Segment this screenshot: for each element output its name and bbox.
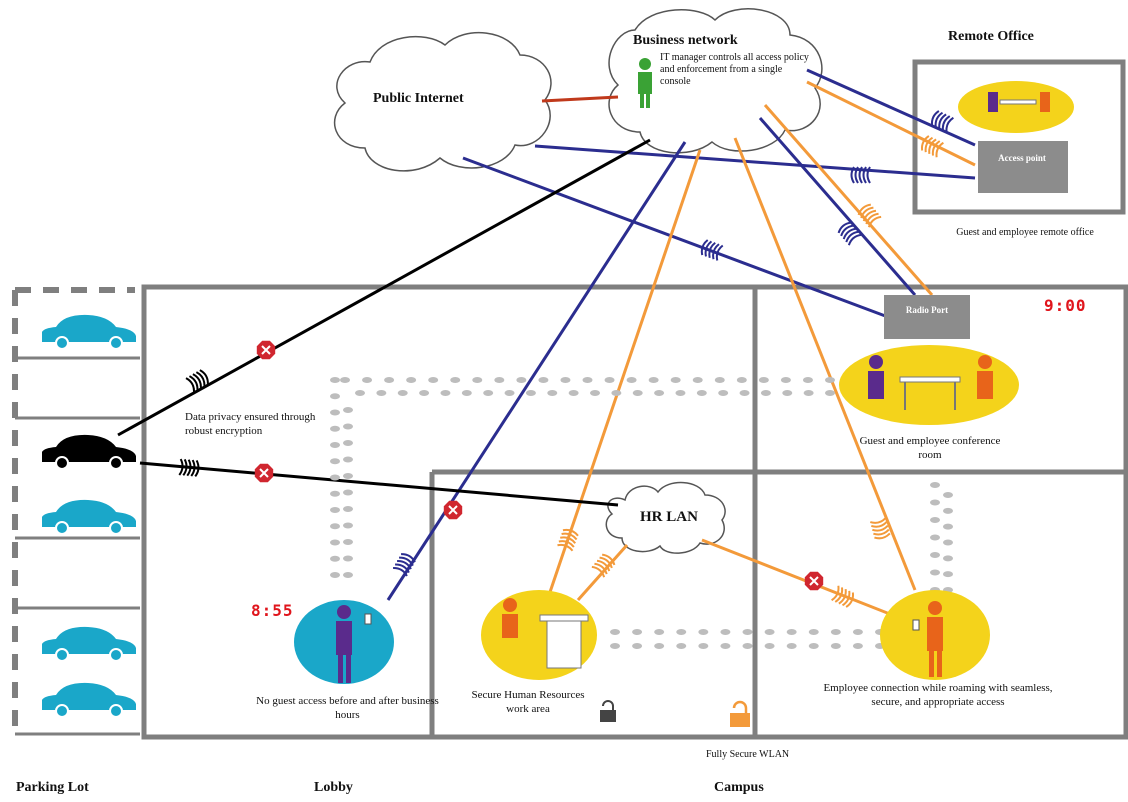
wave-hacker-top xyxy=(185,369,209,392)
cloud-hr-lan xyxy=(605,481,726,554)
lobby-label: Lobby xyxy=(314,780,353,795)
internet-link xyxy=(541,95,619,103)
footsteps-campus-2 xyxy=(610,643,885,649)
car-2 xyxy=(42,499,136,535)
wave-hacker-bottom xyxy=(178,458,200,477)
wave-roaming xyxy=(869,517,891,540)
public-internet-label: Public Internet xyxy=(373,91,464,106)
footsteps-lobby-top xyxy=(330,377,953,649)
it-manager-person xyxy=(638,58,652,108)
business-network-label: Business network xyxy=(633,33,738,48)
block-icon-roaming xyxy=(804,571,824,591)
parking-lot-lines xyxy=(15,356,140,736)
conference-clock: 9:00 xyxy=(1044,296,1087,315)
footsteps-lobby-top xyxy=(340,377,835,383)
block-icons xyxy=(254,340,824,591)
car-1 xyxy=(42,314,136,350)
wave-roaming-hr xyxy=(831,585,855,608)
lock-icon-hr xyxy=(600,700,616,722)
orange-links xyxy=(546,80,976,620)
it-manager-note: IT manager controls all access policy an… xyxy=(660,52,809,87)
footsteps xyxy=(330,377,953,649)
hr-lan-label: HR LAN xyxy=(640,509,698,525)
wave-hr-up xyxy=(557,528,579,552)
wave-conference-blue xyxy=(837,221,862,246)
conference-caption: Guest and employee conference room xyxy=(859,435,1001,461)
campus-outer-wall xyxy=(141,284,1128,740)
footsteps-lobby-left-2 xyxy=(343,407,353,578)
wave-lobby-guest xyxy=(393,553,416,577)
wave-radio-port xyxy=(700,239,724,261)
parked-cars xyxy=(42,314,136,718)
access-point-box xyxy=(978,141,1068,193)
block-icon-lobby xyxy=(443,500,463,520)
cloud-public-internet xyxy=(334,32,552,172)
radio-waves xyxy=(178,110,954,608)
wave-remote-orange xyxy=(920,135,944,158)
lobby-guest-person xyxy=(336,605,372,683)
radio-port-box xyxy=(884,295,970,339)
roaming-note: Employee connection while roaming with s… xyxy=(823,682,1053,708)
wave-conference-orange xyxy=(857,203,882,228)
hacker-label: Hacker xyxy=(64,466,93,477)
access-point-label: Access point xyxy=(998,153,1046,163)
footsteps-roaming xyxy=(930,482,940,593)
remote-office-people xyxy=(988,92,1050,112)
conference-people xyxy=(868,355,993,410)
car-3 xyxy=(42,626,136,662)
remote-office-caption: Guest and employee remote office xyxy=(956,227,1094,238)
fully-secure-caption: Fully Secure WLAN xyxy=(706,749,790,760)
remote-office-title: Remote Office xyxy=(948,29,1034,44)
wave-hr-lan xyxy=(591,553,616,578)
data-privacy-note: Data privacy ensured through robust encr… xyxy=(185,411,316,437)
block-icon-hacker xyxy=(254,463,274,483)
parking-lot-border xyxy=(12,287,135,737)
block-icon-encryption xyxy=(256,340,276,360)
lobby-clock: 8:55 xyxy=(251,601,294,620)
hacker-links xyxy=(117,138,651,507)
campus-label: Campus xyxy=(714,780,764,795)
hr-work-area-caption: Secure Human Resources work area xyxy=(471,689,585,715)
lock-icon-campus xyxy=(730,700,750,727)
hr-worker xyxy=(502,598,589,669)
footsteps-roaming-2 xyxy=(943,492,953,593)
wave-access-point xyxy=(850,166,871,184)
radio-port-label: Radio Port xyxy=(905,305,949,315)
wave-remote-blue xyxy=(930,110,954,133)
footsteps-lobby-left xyxy=(330,377,340,578)
hacker-car xyxy=(42,434,136,470)
no-guest-note: No guest access before and after busines… xyxy=(256,695,439,721)
car-4 xyxy=(42,682,136,718)
footsteps-lobby-top-2 xyxy=(355,390,835,396)
parking-lot-label: Parking Lot xyxy=(16,780,89,795)
conference-zone xyxy=(839,345,1019,425)
footsteps-campus xyxy=(610,629,885,635)
blue-links xyxy=(386,68,976,601)
remote-office-zone xyxy=(958,81,1074,133)
roaming-employee xyxy=(912,601,943,677)
